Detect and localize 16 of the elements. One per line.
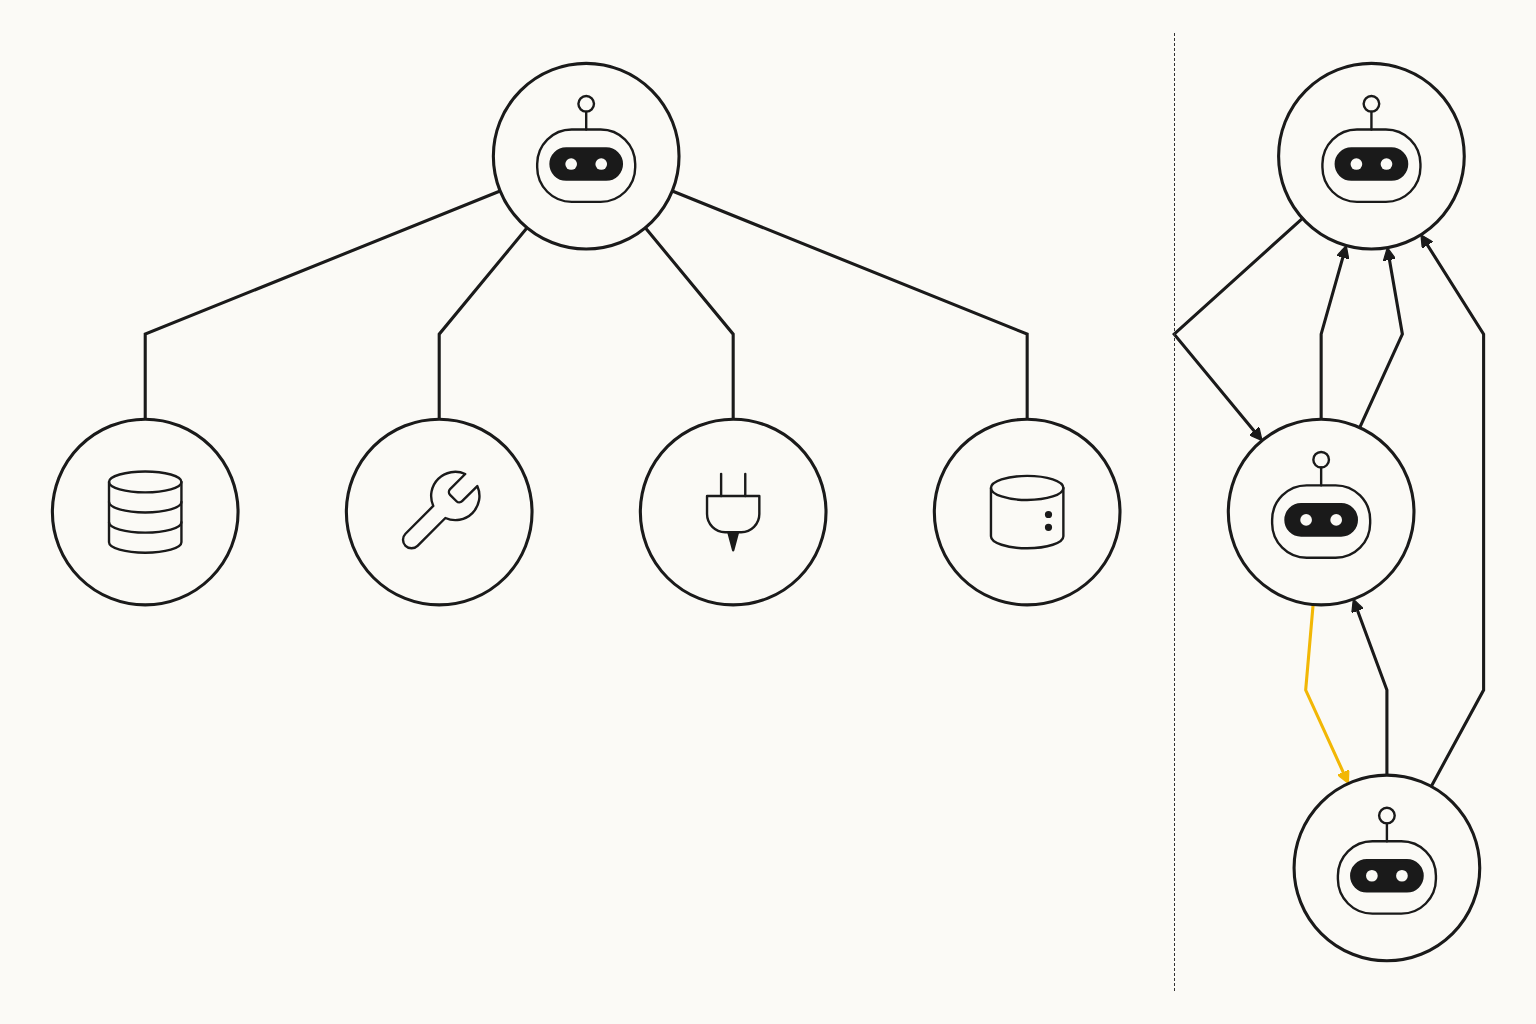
circle-node [344, 417, 534, 607]
arrow [1358, 246, 1404, 429]
connector-line [437, 226, 529, 420]
arrow [1351, 598, 1389, 776]
circle-node [1226, 417, 1416, 607]
circle-node [638, 417, 828, 607]
circle-node [1277, 61, 1466, 251]
arrow [1420, 234, 1486, 788]
circle-node [50, 417, 240, 607]
circle-node [932, 417, 1122, 607]
arrow [1319, 244, 1350, 420]
circle-node [491, 61, 681, 251]
circle-node [1292, 773, 1482, 963]
arrow [1304, 604, 1350, 785]
arrow [1172, 217, 1304, 442]
connector-line [644, 226, 735, 420]
